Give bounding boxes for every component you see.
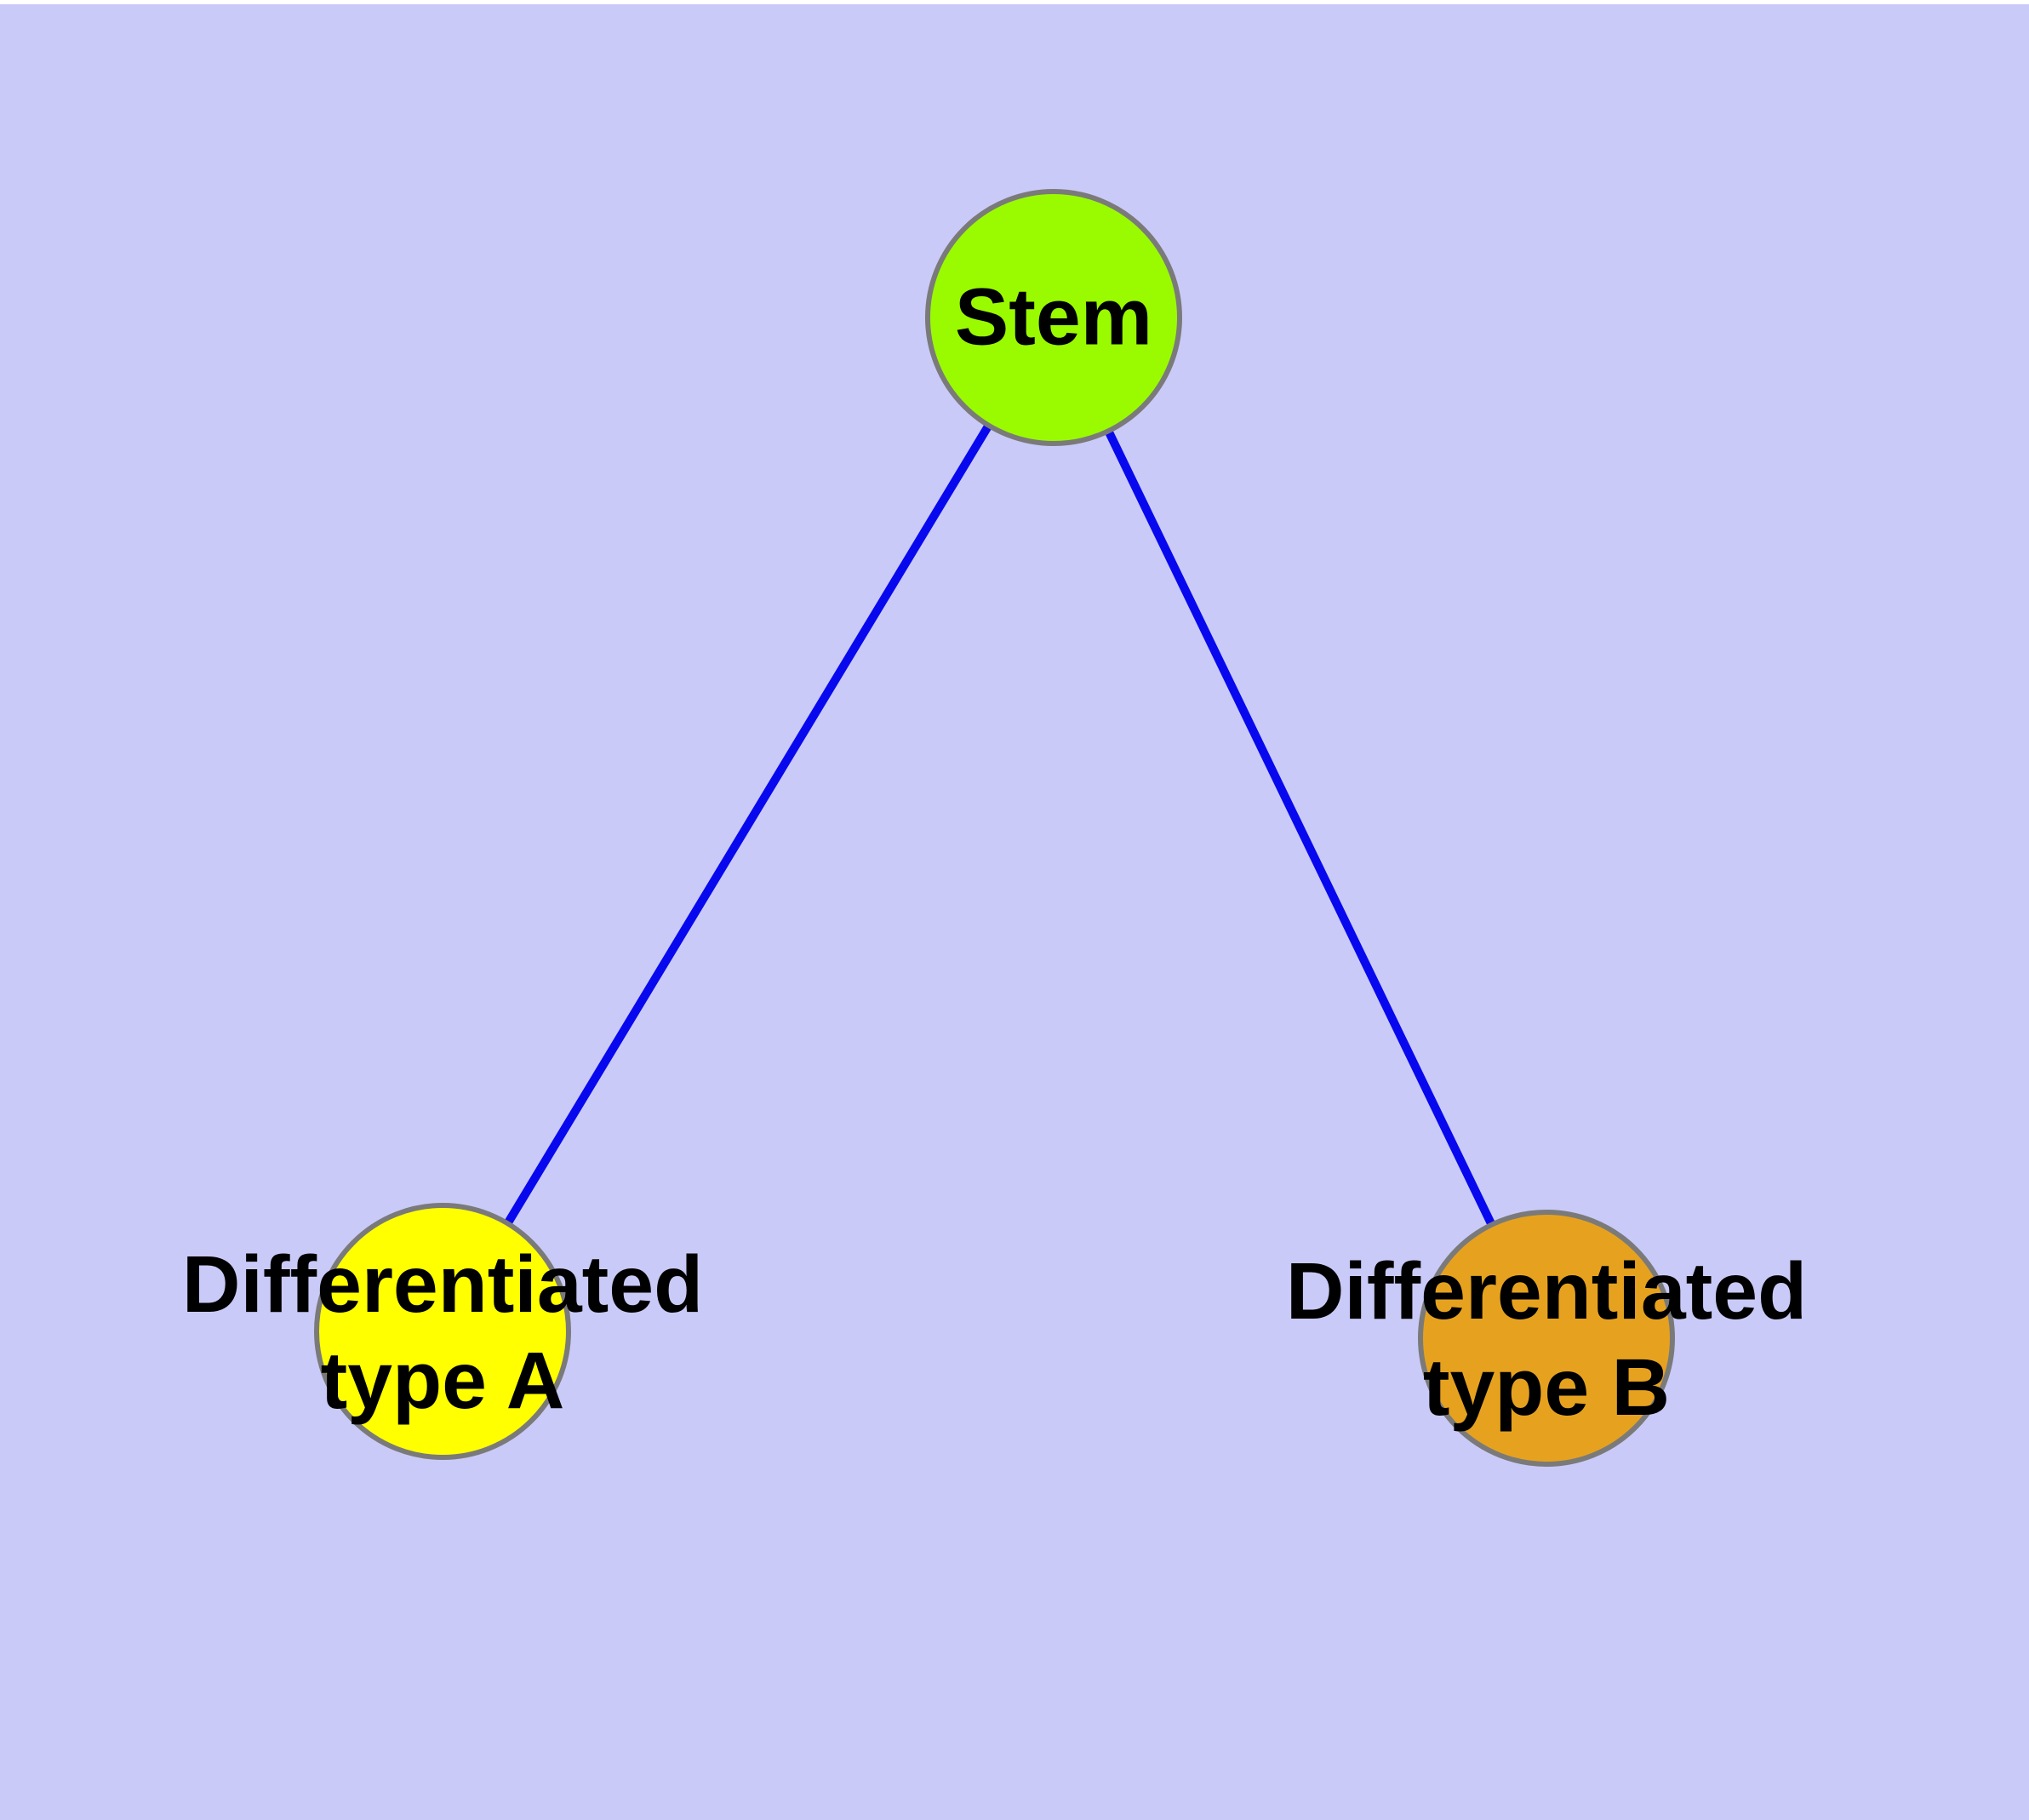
node-stem[interactable] [925,189,1182,446]
node-type-b-label-line1: Differentiated [1285,1246,1808,1336]
node-type-a-label: Differentiated type A [182,1237,703,1429]
node-type-a-label-line2: type A [320,1336,565,1426]
node-type-a-label-line1: Differentiated [181,1239,704,1330]
edge-stem-to-type-b [1049,315,1551,1341]
node-type-b-label: Differentiated type B [1286,1244,1807,1436]
node-stem-label: Stem [954,272,1153,363]
node-differentiated-type-b[interactable] [1418,1210,1675,1467]
node-type-b-label-line2: type B [1422,1342,1671,1433]
edge-stem-to-type-a [438,315,1058,1334]
node-differentiated-type-a[interactable] [314,1203,571,1460]
